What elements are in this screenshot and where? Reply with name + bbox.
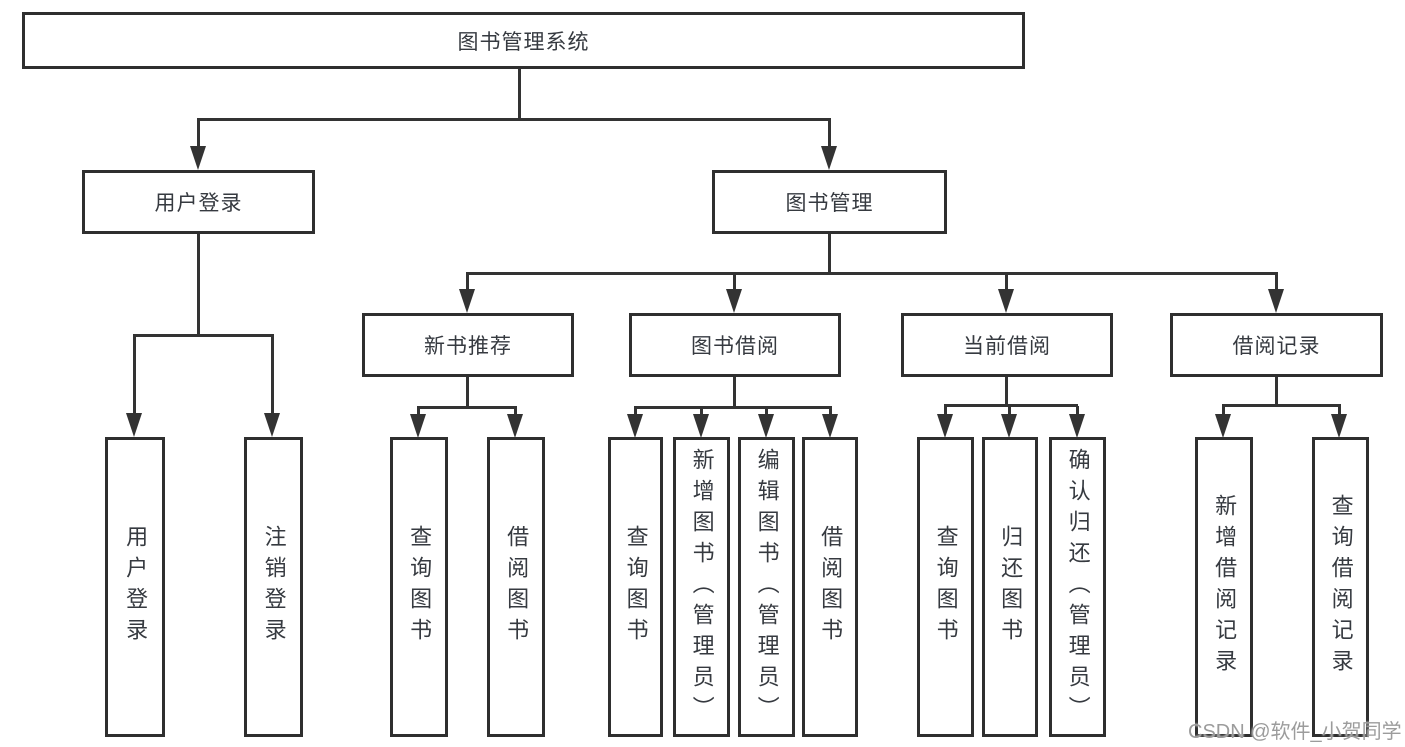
leaf-add-book-admin-label: 新增图书（管理员） bbox=[689, 447, 715, 727]
connector-to-book-management bbox=[828, 120, 831, 147]
node-book-management: 图书管理 bbox=[712, 170, 947, 234]
node-root-label: 图书管理系统 bbox=[457, 30, 590, 54]
leaf-add-borrow-record-label: 新增借阅记录 bbox=[1212, 494, 1238, 680]
connector-to-leaf-edit-book bbox=[765, 408, 768, 416]
connector-current-borrowing-hline bbox=[944, 404, 1078, 407]
leaf-query-book-borrowing: 查询图书 bbox=[608, 437, 663, 737]
leaf-query-book-recommend: 查询图书 bbox=[390, 437, 448, 737]
leaf-borrow-book-recommend: 借阅图书 bbox=[487, 437, 545, 737]
leaf-borrow-book-label: 借阅图书 bbox=[818, 525, 844, 649]
leaf-confirm-return-admin-label: 确认归还（管理员） bbox=[1065, 447, 1091, 727]
connector-to-leaf-query4 bbox=[634, 408, 637, 416]
leaf-query-book-current-label: 查询图书 bbox=[933, 525, 959, 649]
leaf-query-book-current: 查询图书 bbox=[917, 437, 974, 737]
node-book-management-label: 图书管理 bbox=[785, 192, 874, 215]
node-book-borrowing-label: 图书借阅 bbox=[691, 335, 779, 358]
arrowhead-leaf-query-record bbox=[1331, 414, 1347, 438]
arrowhead-leaf-add-book bbox=[693, 414, 709, 438]
connector-to-leaf-query2 bbox=[417, 408, 420, 416]
arrowhead-leaf-return-book bbox=[1001, 414, 1017, 438]
leaf-query-borrow-record: 查询借阅记录 bbox=[1312, 437, 1369, 737]
node-borrowing-records-label: 借阅记录 bbox=[1232, 335, 1321, 358]
connector-to-leaf-query-record bbox=[1338, 406, 1341, 415]
connector-book-borrowing-stub bbox=[733, 377, 736, 407]
node-new-book-recommend: 新书推荐 bbox=[362, 313, 574, 377]
leaf-return-book: 归还图书 bbox=[982, 437, 1038, 737]
leaf-query-book-recommend-label: 查询图书 bbox=[407, 525, 433, 649]
arrowhead-borrowing-records bbox=[1268, 289, 1284, 313]
leaf-add-borrow-record: 新增借阅记录 bbox=[1195, 437, 1253, 737]
arrowhead-leaf-user-login bbox=[126, 413, 142, 437]
node-current-borrowing-label: 当前借阅 bbox=[963, 335, 1051, 358]
connector-root-stub bbox=[518, 68, 521, 119]
connector-user-login-hline bbox=[133, 334, 274, 337]
leaf-query-book-borrowing-label: 查询图书 bbox=[623, 525, 649, 649]
leaf-query-borrow-record-label: 查询借阅记录 bbox=[1328, 494, 1354, 680]
connector-to-book-borrowing bbox=[733, 274, 736, 291]
connector-borrowing-records-stub bbox=[1275, 377, 1278, 406]
connector-to-leaf-query-current bbox=[944, 406, 947, 415]
arrowhead-user-login bbox=[190, 146, 206, 170]
leaf-edit-book-admin-label: 编辑图书（管理员） bbox=[754, 447, 780, 727]
leaf-return-book-label: 归还图书 bbox=[998, 525, 1024, 649]
leaf-borrow-book-recommend-label: 借阅图书 bbox=[504, 525, 530, 649]
connector-to-leaf-user-login bbox=[133, 336, 136, 414]
node-current-borrowing: 当前借阅 bbox=[901, 313, 1113, 377]
arrowhead-leaf-edit-book bbox=[758, 414, 774, 438]
leaf-logout: 注销登录 bbox=[244, 437, 303, 737]
connector-level2-hline bbox=[466, 272, 1278, 275]
connector-to-leaf-return-book bbox=[1008, 406, 1011, 415]
connector-to-leaf-add-book bbox=[700, 408, 703, 416]
connector-to-borrowing-records bbox=[1275, 274, 1278, 291]
arrowhead-current-borrowing bbox=[998, 289, 1014, 313]
connector-to-leaf-logout bbox=[271, 336, 274, 414]
arrowhead-leaf-query-current bbox=[937, 414, 953, 438]
connector-to-leaf-borrow-book bbox=[829, 408, 832, 416]
node-book-borrowing: 图书借阅 bbox=[629, 313, 841, 377]
arrowhead-leaf-borrow2 bbox=[507, 414, 523, 438]
arrowhead-leaf-add-record bbox=[1215, 414, 1231, 438]
connector-book-borrowing-hline bbox=[634, 406, 832, 409]
node-new-book-recommend-label: 新书推荐 bbox=[424, 335, 512, 358]
leaf-edit-book-admin: 编辑图书（管理员） bbox=[738, 437, 795, 737]
node-root: 图书管理系统 bbox=[22, 12, 1025, 69]
connector-new-book-hline bbox=[417, 406, 517, 409]
connector-level1-hline bbox=[197, 118, 831, 121]
arrowhead-book-management bbox=[821, 146, 837, 170]
arrowhead-book-borrowing bbox=[726, 289, 742, 313]
connector-to-new-book bbox=[466, 274, 469, 291]
connector-to-leaf-confirm-return bbox=[1076, 406, 1079, 415]
arrowhead-leaf-confirm-return bbox=[1069, 414, 1085, 438]
connector-current-borrowing-stub bbox=[1005, 377, 1008, 406]
node-borrowing-records: 借阅记录 bbox=[1170, 313, 1383, 377]
arrowhead-leaf-query2 bbox=[410, 414, 426, 438]
connector-book-management-stub bbox=[828, 234, 831, 273]
arrowhead-leaf-logout bbox=[264, 413, 280, 437]
leaf-confirm-return-admin: 确认归还（管理员） bbox=[1049, 437, 1106, 737]
arrowhead-leaf-borrow-book bbox=[822, 414, 838, 438]
connector-new-book-stub bbox=[466, 377, 469, 407]
leaf-logout-label: 注销登录 bbox=[261, 525, 287, 649]
leaf-borrow-book: 借阅图书 bbox=[802, 437, 858, 737]
connector-user-login-stub bbox=[197, 234, 200, 335]
leaf-add-book-admin: 新增图书（管理员） bbox=[673, 437, 730, 737]
leaf-user-login-label: 用户登录 bbox=[123, 525, 149, 649]
csdn-watermark: CSDN @软件_小贺同学 bbox=[1188, 721, 1402, 743]
connector-to-leaf-borrow2 bbox=[514, 408, 517, 416]
connector-to-leaf-add-record bbox=[1222, 406, 1225, 415]
connector-to-user-login bbox=[197, 120, 200, 147]
node-user-login: 用户登录 bbox=[82, 170, 315, 234]
connector-borrowing-records-hline bbox=[1222, 404, 1341, 407]
connector-to-current-borrowing bbox=[1005, 274, 1008, 291]
leaf-user-login: 用户登录 bbox=[105, 437, 165, 737]
arrowhead-new-book bbox=[459, 289, 475, 313]
arrowhead-leaf-query4 bbox=[627, 414, 643, 438]
node-user-login-label: 用户登录 bbox=[154, 192, 243, 215]
